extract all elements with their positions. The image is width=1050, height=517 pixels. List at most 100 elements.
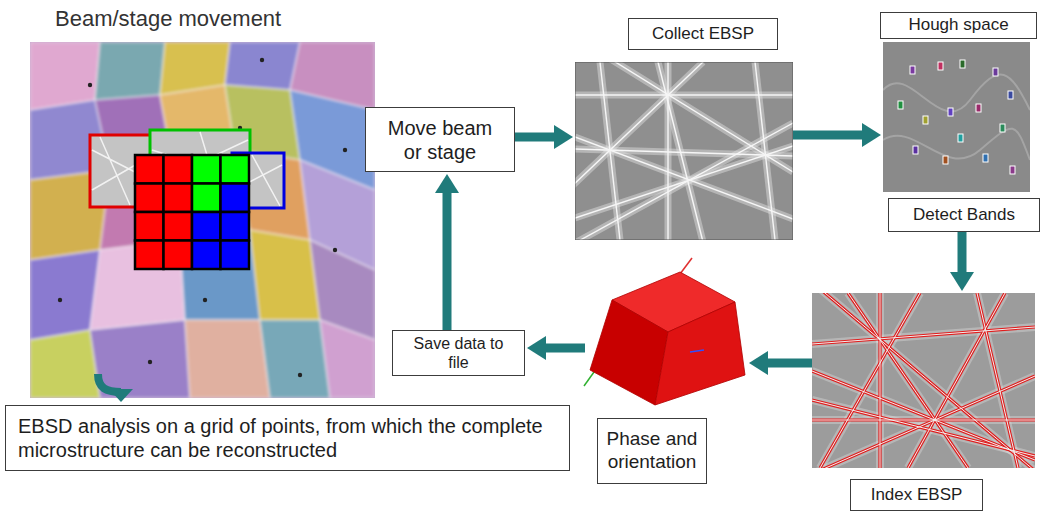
grain-map — [203, 298, 207, 302]
measurement-grid — [135, 241, 164, 270]
box-text: EBSD analysis on a grid of points, from … — [18, 414, 557, 462]
pattern-panel: Collect EBSP — [575, 62, 793, 240]
grain-map — [185, 320, 270, 398]
hough-space — [1010, 166, 1015, 174]
measurement-grid — [221, 241, 250, 270]
step-label-box: Collect EBSP — [628, 18, 778, 50]
grain-map — [30, 42, 100, 110]
indexed-pattern — [812, 327, 1035, 344]
grain-map — [90, 320, 190, 398]
hough-space — [983, 154, 988, 162]
orientation-cube — [680, 258, 692, 274]
orientation-cube — [584, 372, 594, 386]
indexed-pattern — [820, 293, 920, 468]
orientation-panel: Phase and orientation — [585, 268, 747, 408]
grain-map — [260, 58, 264, 62]
indexed-pattern — [812, 293, 1035, 468]
indexed-pattern — [812, 293, 1035, 468]
hough-space — [923, 116, 928, 124]
box-text: Move beam or stage — [386, 116, 494, 164]
grain-map — [225, 42, 300, 90]
hough-space — [898, 60, 1015, 174]
ebsp-pattern — [575, 62, 793, 240]
flow-arrow — [768, 359, 812, 368]
step-label-box: Index EBSP — [850, 479, 983, 511]
measurement-grid — [221, 155, 250, 184]
measurement-grid — [135, 155, 249, 269]
step-box: Detect Bands — [888, 198, 1040, 232]
ebsp-pattern — [575, 149, 793, 156]
pattern-panel: Index EBSP — [812, 293, 1035, 468]
ebsp-pattern — [600, 62, 620, 240]
grain-map — [95, 42, 165, 100]
indexed-pattern — [812, 327, 1035, 344]
hough-space — [943, 156, 948, 164]
grain-map — [58, 58, 347, 377]
hough-space — [960, 60, 965, 68]
hough-space — [958, 134, 963, 142]
grain-map — [30, 330, 100, 398]
callout-arrow — [109, 389, 133, 402]
flow-arrow — [793, 131, 862, 140]
hough-space — [993, 68, 998, 76]
measurement-grid — [164, 241, 193, 270]
orientation-cube — [690, 350, 704, 352]
ebsp-pattern — [575, 62, 793, 240]
grain-map — [30, 250, 100, 340]
indexed-pattern — [812, 400, 1035, 456]
box-text: Save data to file — [407, 334, 510, 372]
step-label: Collect EBSP — [652, 24, 754, 44]
pattern-panel: Hough space — [883, 42, 1030, 192]
indexed-pattern — [812, 293, 1035, 468]
indexed-pattern — [848, 293, 968, 468]
note-box: EBSD analysis on a grid of points, from … — [5, 405, 570, 471]
ebsp-pattern — [667, 62, 668, 240]
measurement-grid — [192, 241, 221, 270]
step-label: Index EBSP — [871, 485, 963, 505]
step-label: Hough space — [908, 15, 1008, 35]
orientation-cube — [590, 300, 668, 405]
measurement-grid — [221, 184, 250, 213]
grain-map — [260, 320, 330, 398]
grain-map — [298, 373, 302, 377]
indexed-pattern — [878, 293, 881, 468]
grain-map — [250, 230, 320, 320]
step-label: Phase and orientation — [604, 428, 700, 474]
ebsp-pattern — [665, 62, 672, 240]
grain-map — [88, 83, 92, 87]
ebsp-pattern — [755, 62, 775, 240]
indexed-pattern — [812, 371, 1035, 460]
indexed-pattern — [812, 376, 1035, 468]
hough-space — [976, 104, 981, 112]
hough-space — [910, 66, 915, 74]
ebsp-pattern — [575, 94, 793, 95]
process-box: Move beam or stage — [365, 107, 515, 172]
hough-space — [1008, 91, 1013, 99]
diagram-title: Beam/stage movement — [55, 6, 281, 32]
box-text: Detect Bands — [913, 205, 1015, 225]
callout-arrow — [98, 374, 133, 402]
measurement-grid — [135, 155, 164, 184]
grain-map — [180, 230, 260, 320]
flow-arrow — [546, 344, 585, 353]
measurement-grid — [192, 212, 221, 241]
ebsp-pattern — [655, 62, 705, 240]
grain-map — [148, 360, 152, 364]
grain-map — [30, 42, 375, 398]
grain-map — [320, 320, 375, 398]
flow-arrow — [515, 133, 554, 142]
process-box: Save data to file — [392, 330, 525, 376]
ebsp-pattern — [575, 137, 793, 219]
hough-space — [883, 42, 1030, 192]
indexed-pattern — [848, 293, 968, 468]
measurement-grid — [192, 155, 221, 184]
indexed-pattern — [812, 400, 1035, 456]
indexed-pattern — [812, 293, 1035, 468]
indexed-pattern — [812, 293, 1035, 468]
hough-space — [938, 62, 943, 70]
measurement-grid — [135, 184, 164, 213]
indexed-pattern — [812, 327, 1035, 344]
ebsp-pattern — [575, 123, 793, 240]
hough-space — [1000, 124, 1005, 132]
